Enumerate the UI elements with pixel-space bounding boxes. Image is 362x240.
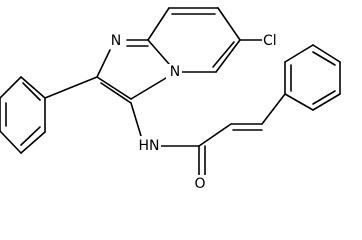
bond <box>0 130 22 154</box>
bond <box>20 126 41 146</box>
molecule-structure-diagram: N N Cl HN O <box>0 7 341 192</box>
bond <box>44 76 98 99</box>
atom-label-n-ring: N <box>111 33 121 49</box>
bond <box>0 76 22 99</box>
bond <box>96 76 132 100</box>
bond <box>217 7 241 41</box>
atom-label-chlorine: Cl <box>263 33 277 49</box>
bond <box>20 76 46 99</box>
bond <box>96 49 111 78</box>
atom-label-oxygen: O <box>194 176 205 192</box>
bond <box>198 123 232 147</box>
bond <box>261 93 286 125</box>
bond <box>130 102 142 137</box>
bond <box>100 82 132 104</box>
bond-lines <box>0 7 341 177</box>
bond <box>20 131 46 154</box>
bond <box>215 39 241 73</box>
bond <box>312 93 341 111</box>
atom-label-n-bridgehead: N <box>170 64 180 80</box>
bond <box>212 41 235 68</box>
bond <box>312 44 341 63</box>
atom-labels: N N Cl HN O <box>108 31 282 192</box>
bond <box>312 90 336 105</box>
bond <box>147 7 170 41</box>
atom-label-amide-nh: HN <box>139 138 160 154</box>
bond <box>284 44 314 63</box>
bond <box>284 93 314 111</box>
bond <box>312 51 336 66</box>
bond <box>22 82 41 101</box>
